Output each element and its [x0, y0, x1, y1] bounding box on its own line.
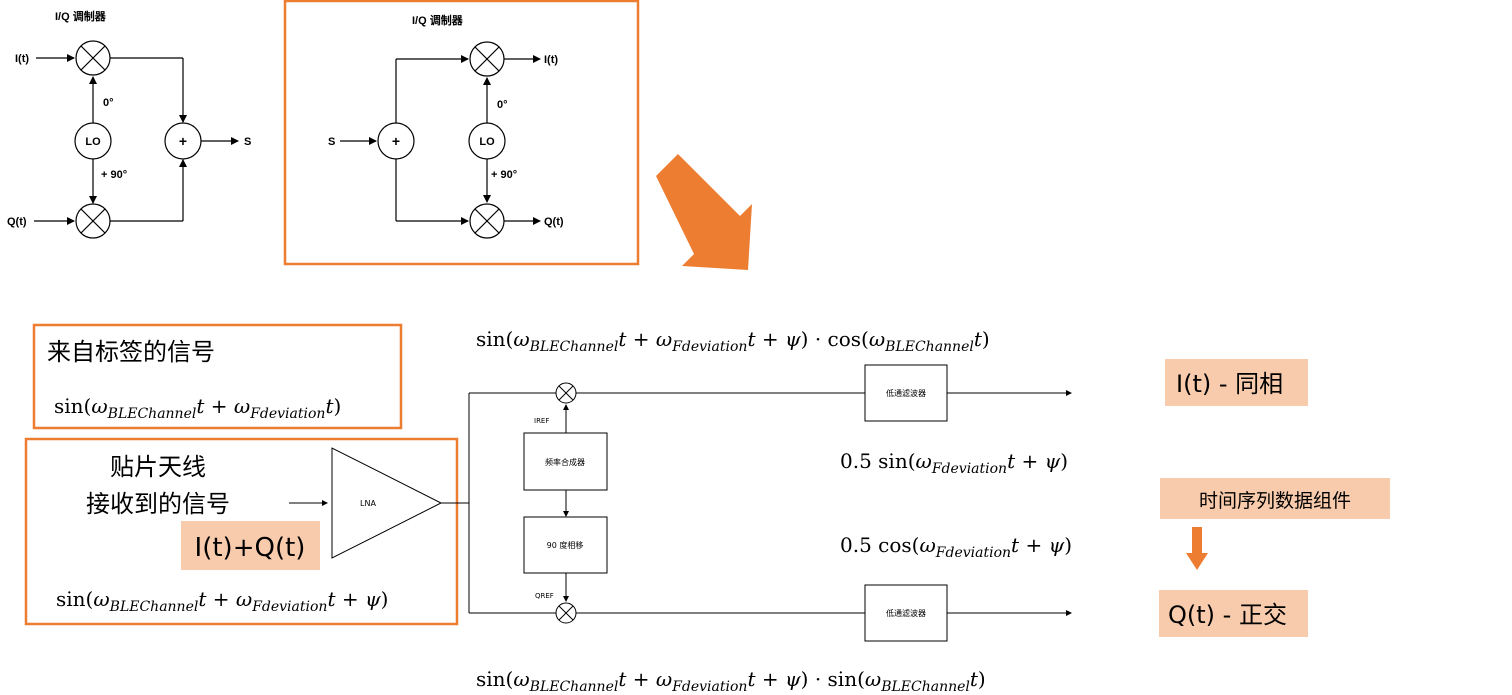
mixer-icon: [75, 40, 111, 76]
frequency-synthesizer-block: [523, 432, 608, 491]
synth-label: 频率合成器: [545, 457, 585, 467]
antenna-line1: 贴片天线: [110, 453, 206, 481]
lo-label: LO: [479, 136, 495, 148]
iq-sum-highlight: [181, 521, 320, 570]
antenna-signal-formula: sin(ωBLEChannelt + ωFdeviationt + ψ): [56, 587, 388, 615]
adder-label: +: [179, 133, 187, 149]
lo-label: LO: [85, 136, 101, 148]
adder-label: +: [392, 133, 400, 149]
demodulator-frame: [283, 0, 640, 266]
demodulator-output-q: Q(t): [544, 216, 564, 228]
iq-modulator-diagram: I/Q 调制器 I(t) 0° LO + S + 90° Q(t): [7, 9, 251, 239]
iq-demodulator-diagram: I/Q 调制器 S + I(t) 0° LO + 90°: [283, 0, 640, 266]
lna-amplifier-icon: LNA: [331, 447, 443, 559]
series-highlight: [1160, 478, 1390, 519]
phase-90-label: + 90°: [491, 169, 517, 181]
lo-oscillator: LO: [468, 122, 506, 160]
mixer-icon: [469, 41, 505, 77]
antenna-line2: 接收到的信号: [86, 490, 230, 518]
mixer-icon: [555, 382, 577, 404]
tag-signal-frame: [32, 323, 403, 430]
lowpass-filter-bottom: [864, 584, 948, 642]
demodulator-title: I/Q 调制器: [412, 13, 464, 27]
receiver-chain-diagram: 来自标签的信号 sin(ωBLEChannelt + ωFdeviationt)…: [24, 323, 1072, 695]
q-mix-formula: sin(ωBLEChannelt + ωFdeviationt + ψ) · s…: [476, 667, 986, 695]
right-output-labels: I(t) - 同相 时间序列数据组件 Q(t) - 正交: [1159, 359, 1390, 637]
down-arrow-icon: [1186, 527, 1208, 570]
modulator-input-i: I(t): [15, 53, 29, 65]
lpf-top-label: 低通滤波器: [886, 388, 926, 398]
modulator-output-s: S: [244, 136, 251, 148]
i-mix-formula: sin(ωBLEChannelt + ωFdeviationt + ψ) · c…: [476, 327, 990, 355]
iq-sum-label: I(t)+Q(t): [195, 533, 306, 563]
lpf-bottom-label: 低通滤波器: [886, 608, 926, 618]
q-output-formula: 0.5 cos(ωFdeviationt + ψ): [840, 533, 1072, 561]
adder-icon: +: [377, 122, 415, 160]
shift-label: 90 度相移: [547, 540, 584, 550]
antenna-signal-frame: [24, 437, 459, 626]
adder-icon: +: [164, 122, 202, 160]
i-output-highlight: [1165, 359, 1308, 406]
mixer-icon: [555, 602, 577, 624]
phase-0-label: 0°: [497, 99, 508, 111]
iref-label: IREF: [534, 417, 549, 425]
demodulator-output-i: I(t): [544, 54, 558, 66]
q-output-highlight: [1159, 590, 1308, 637]
i-output-formula: 0.5 sin(ωFdeviationt + ψ): [840, 449, 1068, 477]
series-label: 时间序列数据组件: [1199, 490, 1351, 512]
phase-0-label: 0°: [103, 97, 114, 109]
modulator-input-q: Q(t): [7, 216, 27, 228]
mixer-icon: [75, 203, 111, 239]
lowpass-filter-top: [864, 364, 948, 422]
lo-oscillator: LO: [74, 122, 112, 160]
tag-signal-title: 来自标签的信号: [47, 338, 215, 366]
phase-shift-block: [523, 516, 608, 574]
qref-label: QREF: [535, 592, 554, 600]
flow-arrow-icon: [656, 154, 752, 270]
i-output-label: I(t) - 同相: [1176, 370, 1283, 398]
demodulator-input-s: S: [328, 136, 335, 148]
q-output-label: Q(t) - 正交: [1168, 601, 1287, 629]
phase-90-label: + 90°: [101, 169, 127, 181]
modulator-title: I/Q 调制器: [55, 9, 107, 23]
lna-label: LNA: [360, 499, 376, 508]
mixer-icon: [469, 203, 505, 239]
tag-signal-formula: sin(ωBLEChannelt + ωFdeviationt): [54, 394, 341, 422]
